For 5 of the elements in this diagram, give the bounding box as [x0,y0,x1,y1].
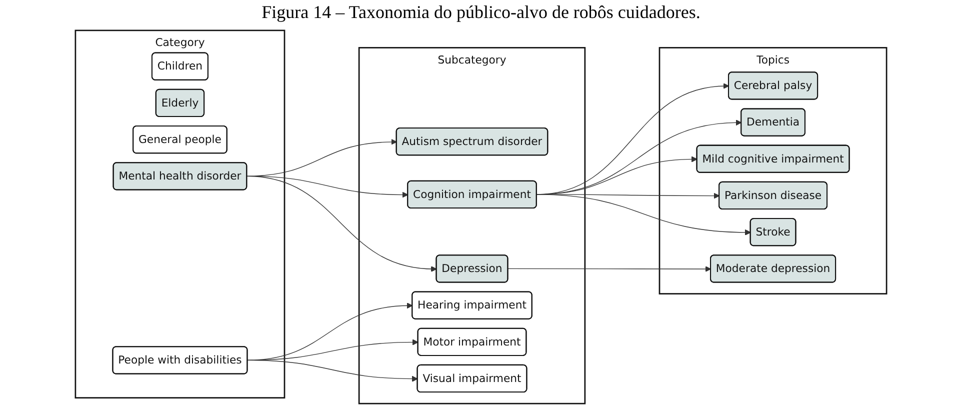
arrow [246,176,437,272]
arrow [536,194,751,236]
arrow [246,360,418,382]
arrow [507,266,712,272]
figure-title: Figura 14 – Taxonomia do público-alvo de robôs cuidadores. [260,1,702,24]
